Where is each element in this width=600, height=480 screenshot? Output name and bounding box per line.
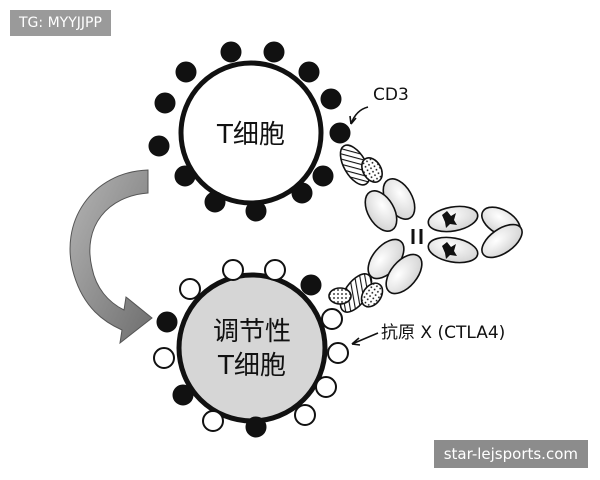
- fc-mark: [442, 211, 457, 228]
- antigen-x-receptor: [294, 404, 316, 426]
- antigen-x-receptor: [321, 308, 343, 330]
- cd3-label: CD3: [373, 85, 409, 105]
- cd3-receptor: [220, 41, 242, 63]
- treg-cell-label-line1: 调节性: [213, 317, 291, 347]
- cd3-receptor: [154, 92, 176, 114]
- cd3-receptor: [263, 41, 285, 63]
- cd3-receptor: [245, 200, 267, 222]
- cd3-receptor: [329, 122, 351, 144]
- watermark-top: TG: MYYJJPP: [10, 10, 111, 36]
- treg-cell-receptors: [153, 259, 349, 438]
- treg-receptor-filled: [245, 416, 267, 438]
- t-cell: T细胞: [148, 41, 351, 222]
- fc-mark: [442, 242, 457, 259]
- cd3-receptor: [204, 191, 226, 213]
- treg-receptor-filled: [156, 311, 178, 333]
- treg-receptor-filled: [172, 384, 194, 406]
- antigen-binding-dotted: [360, 282, 384, 308]
- antigen-x-receptor: [315, 376, 337, 398]
- treg-cell-label-line2: T细胞: [217, 351, 286, 381]
- activation-arrow: [69, 169, 153, 345]
- treg-receptor-filled: [300, 274, 322, 296]
- antigen-x-receptor: [327, 342, 349, 364]
- t-cell-label: T细胞: [216, 120, 285, 150]
- cd3-receptor: [174, 165, 196, 187]
- antigen-x-label: 抗原 X (CTLA4): [381, 323, 505, 343]
- antibody-domain: [364, 190, 398, 232]
- treg-cell-membrane: [176, 272, 328, 424]
- antigen-x-receptor: [222, 259, 244, 281]
- cd3-receptor: [148, 135, 170, 157]
- cd3-receptor: [320, 88, 342, 110]
- cd3-binding-dotted: [361, 157, 383, 183]
- t-cell-receptors: [148, 41, 351, 222]
- fc-domain: [481, 223, 523, 259]
- antigen-x-receptor: [179, 278, 201, 300]
- antigen-x-dotted: [328, 287, 352, 305]
- bispecific-antibody: [328, 144, 523, 313]
- antigen-x-receptor: [264, 259, 286, 281]
- cd3-receptor: [175, 61, 197, 83]
- antigen-x-receptor: [202, 410, 224, 432]
- label-pointers: [349, 106, 379, 346]
- cd3-receptor: [298, 61, 320, 83]
- watermark-bottom: star-lejsports.com: [433, 440, 588, 468]
- antibody-domain: [385, 253, 423, 295]
- cd3-receptor: [291, 182, 313, 204]
- treg-cell: 调节性 T细胞: [153, 259, 349, 438]
- cd3-receptor: [312, 165, 334, 187]
- antigen-x-receptor: [153, 347, 175, 369]
